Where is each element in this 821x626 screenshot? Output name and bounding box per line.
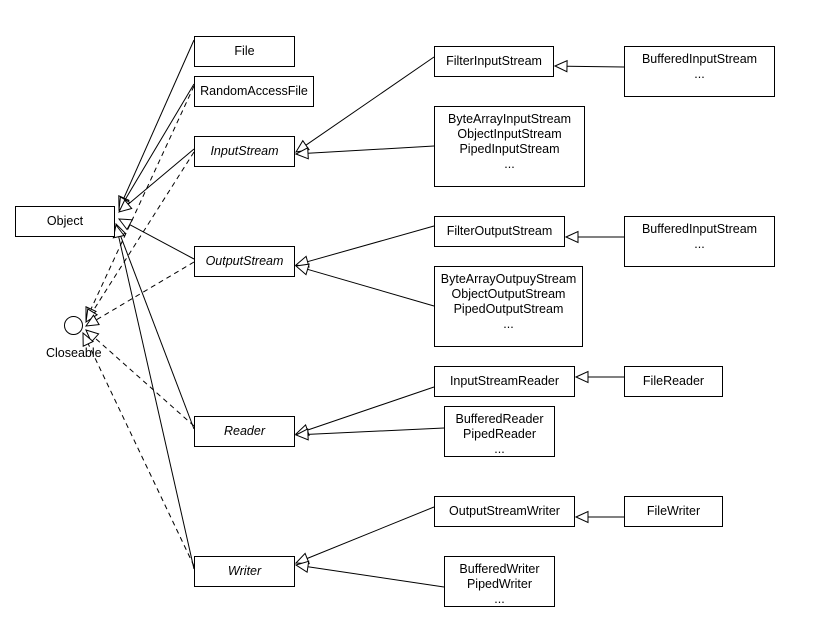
edge-writersubs-writer-arrowhead xyxy=(294,560,310,574)
edge-filterin-inputstream-line xyxy=(305,56,435,146)
edge-osw-writer-line xyxy=(306,506,435,559)
buffered-input-stream-ellipsis-2: ... xyxy=(694,237,705,251)
edge-writer-closeable-arrowhead xyxy=(82,331,95,347)
edge-outputstream-closeable-arrowhead xyxy=(84,314,100,327)
writer-subclasses-box: BufferedWriter PipedWriter ... xyxy=(444,556,555,607)
output-stream-class-label: OutputStream xyxy=(205,254,284,268)
output-stream-subclasses-ellipsis: ... xyxy=(503,317,514,331)
buffered-input-stream-label-1: BufferedInputStream xyxy=(641,52,758,66)
writer-class-label: Writer xyxy=(227,564,262,578)
reader-class-box: Reader xyxy=(194,416,295,447)
object-input-stream-label: ObjectInputStream xyxy=(457,127,562,141)
object-output-stream-label: ObjectOutputStream xyxy=(451,287,566,301)
input-stream-subclasses-ellipsis: ... xyxy=(504,157,515,171)
piped-reader-label: PipedReader xyxy=(463,427,536,441)
reader-subclasses-box: BufferedReader PipedReader ... xyxy=(444,406,555,457)
output-stream-subclasses-box: ByteArrayOutpuyStream ObjectOutputStream… xyxy=(434,266,583,347)
edge-outsubs-outputstream-arrowhead xyxy=(294,263,310,276)
reader-subclasses-ellipsis: ... xyxy=(494,442,505,456)
buffered-input-stream-class-box-1: BufferedInputStream ... xyxy=(624,46,775,97)
edge-readersubs-reader-arrowhead xyxy=(294,428,309,441)
output-stream-writer-class-label: OutputStreamWriter xyxy=(449,504,560,518)
input-stream-class-label: InputStream xyxy=(210,144,279,158)
file-writer-class-box: FileWriter xyxy=(624,496,723,527)
edge-inputstream-object-line xyxy=(127,148,195,205)
edge-outsubs-outputstream-line xyxy=(307,268,435,307)
edge-filterout-outputstream-line xyxy=(307,225,435,263)
random-access-file-class-label: RandomAccessFile xyxy=(200,84,308,98)
edge-bufin1-filterin-line xyxy=(566,65,625,68)
object-class-label: Object xyxy=(46,214,84,228)
edge-reader-closeable-line xyxy=(94,337,195,427)
edge-writersubs-writer-line xyxy=(307,566,445,588)
edge-inputsubs-inputstream-line xyxy=(307,145,435,154)
edge-inputstream-closeable-line xyxy=(91,151,195,313)
filter-output-stream-class-label: FilterOutputStream xyxy=(446,224,553,238)
edge-inputsubs-inputstream-arrowhead xyxy=(294,146,309,160)
edge-filereader-isr-arrowhead xyxy=(574,370,589,384)
edge-file-object-line xyxy=(123,39,195,199)
closeable-interface-circle-icon xyxy=(64,316,83,335)
file-class-box: File xyxy=(194,36,295,67)
buffered-input-stream-ellipsis-1: ... xyxy=(694,67,705,81)
buffered-writer-label: BufferedWriter xyxy=(459,562,540,576)
edge-filewriter-osw-arrowhead xyxy=(574,510,589,524)
piped-writer-label: PipedWriter xyxy=(466,577,533,591)
byte-array-output-stream-label: ByteArrayOutpuyStream xyxy=(440,272,577,286)
random-access-file-class-box: RandomAccessFile xyxy=(194,76,314,107)
edge-raf-object-line xyxy=(124,83,195,200)
piped-input-stream-label: PipedInputStream xyxy=(459,142,560,156)
edge-outputstream-object-arrowhead xyxy=(117,218,134,231)
reader-class-label: Reader xyxy=(224,424,265,438)
edge-inputstream-object-arrowhead xyxy=(118,199,133,213)
file-writer-class-label: FileWriter xyxy=(646,504,701,518)
edge-reader-object-line xyxy=(119,235,195,430)
edge-writer-closeable-line xyxy=(87,343,195,567)
input-stream-reader-class-box: InputStreamReader xyxy=(434,366,575,397)
buffered-input-stream-label-2: BufferedInputStream xyxy=(641,222,758,236)
object-class-box: Object xyxy=(15,206,115,237)
file-reader-class-label: FileReader xyxy=(642,374,705,388)
closeable-interface-label: Closeable xyxy=(46,346,102,360)
output-stream-writer-class-box: OutputStreamWriter xyxy=(434,496,575,527)
filter-output-stream-class-box: FilterOutputStream xyxy=(434,216,565,247)
byte-array-input-stream-label: ByteArrayInputStream xyxy=(448,112,571,126)
filter-input-stream-class-box: FilterInputStream xyxy=(434,46,554,77)
output-stream-class-box: OutputStream xyxy=(194,246,295,277)
input-stream-class-box: InputStream xyxy=(194,136,295,167)
buffered-reader-label: BufferedReader xyxy=(455,412,544,426)
edge-reader-closeable-arrowhead xyxy=(85,329,100,344)
piped-output-stream-label: PipedOutputStream xyxy=(453,302,564,316)
file-class-label: File xyxy=(234,44,255,58)
writer-class-box: Writer xyxy=(194,556,295,587)
writer-subclasses-ellipsis: ... xyxy=(494,592,505,606)
edge-writer-object-line xyxy=(118,236,195,570)
input-stream-subclasses-box: ByteArrayInputStream ObjectInputStream P… xyxy=(434,106,585,187)
filter-input-stream-class-label: FilterInputStream xyxy=(446,54,542,68)
edge-raf-closeable-line xyxy=(90,85,195,310)
buffered-input-stream-class-box-2: BufferedInputStream ... xyxy=(624,216,775,267)
file-reader-class-box: FileReader xyxy=(624,366,723,397)
edge-outputstream-closeable-line xyxy=(96,261,195,321)
edge-readersubs-reader-line xyxy=(307,427,445,435)
edge-outputstream-object-line xyxy=(129,224,195,260)
edge-bufin1-filterin-arrowhead xyxy=(553,59,568,73)
input-stream-reader-class-label: InputStreamReader xyxy=(449,374,560,388)
edge-bufin2-filterout-arrowhead xyxy=(564,230,579,244)
edge-isr-reader-line xyxy=(307,386,435,431)
